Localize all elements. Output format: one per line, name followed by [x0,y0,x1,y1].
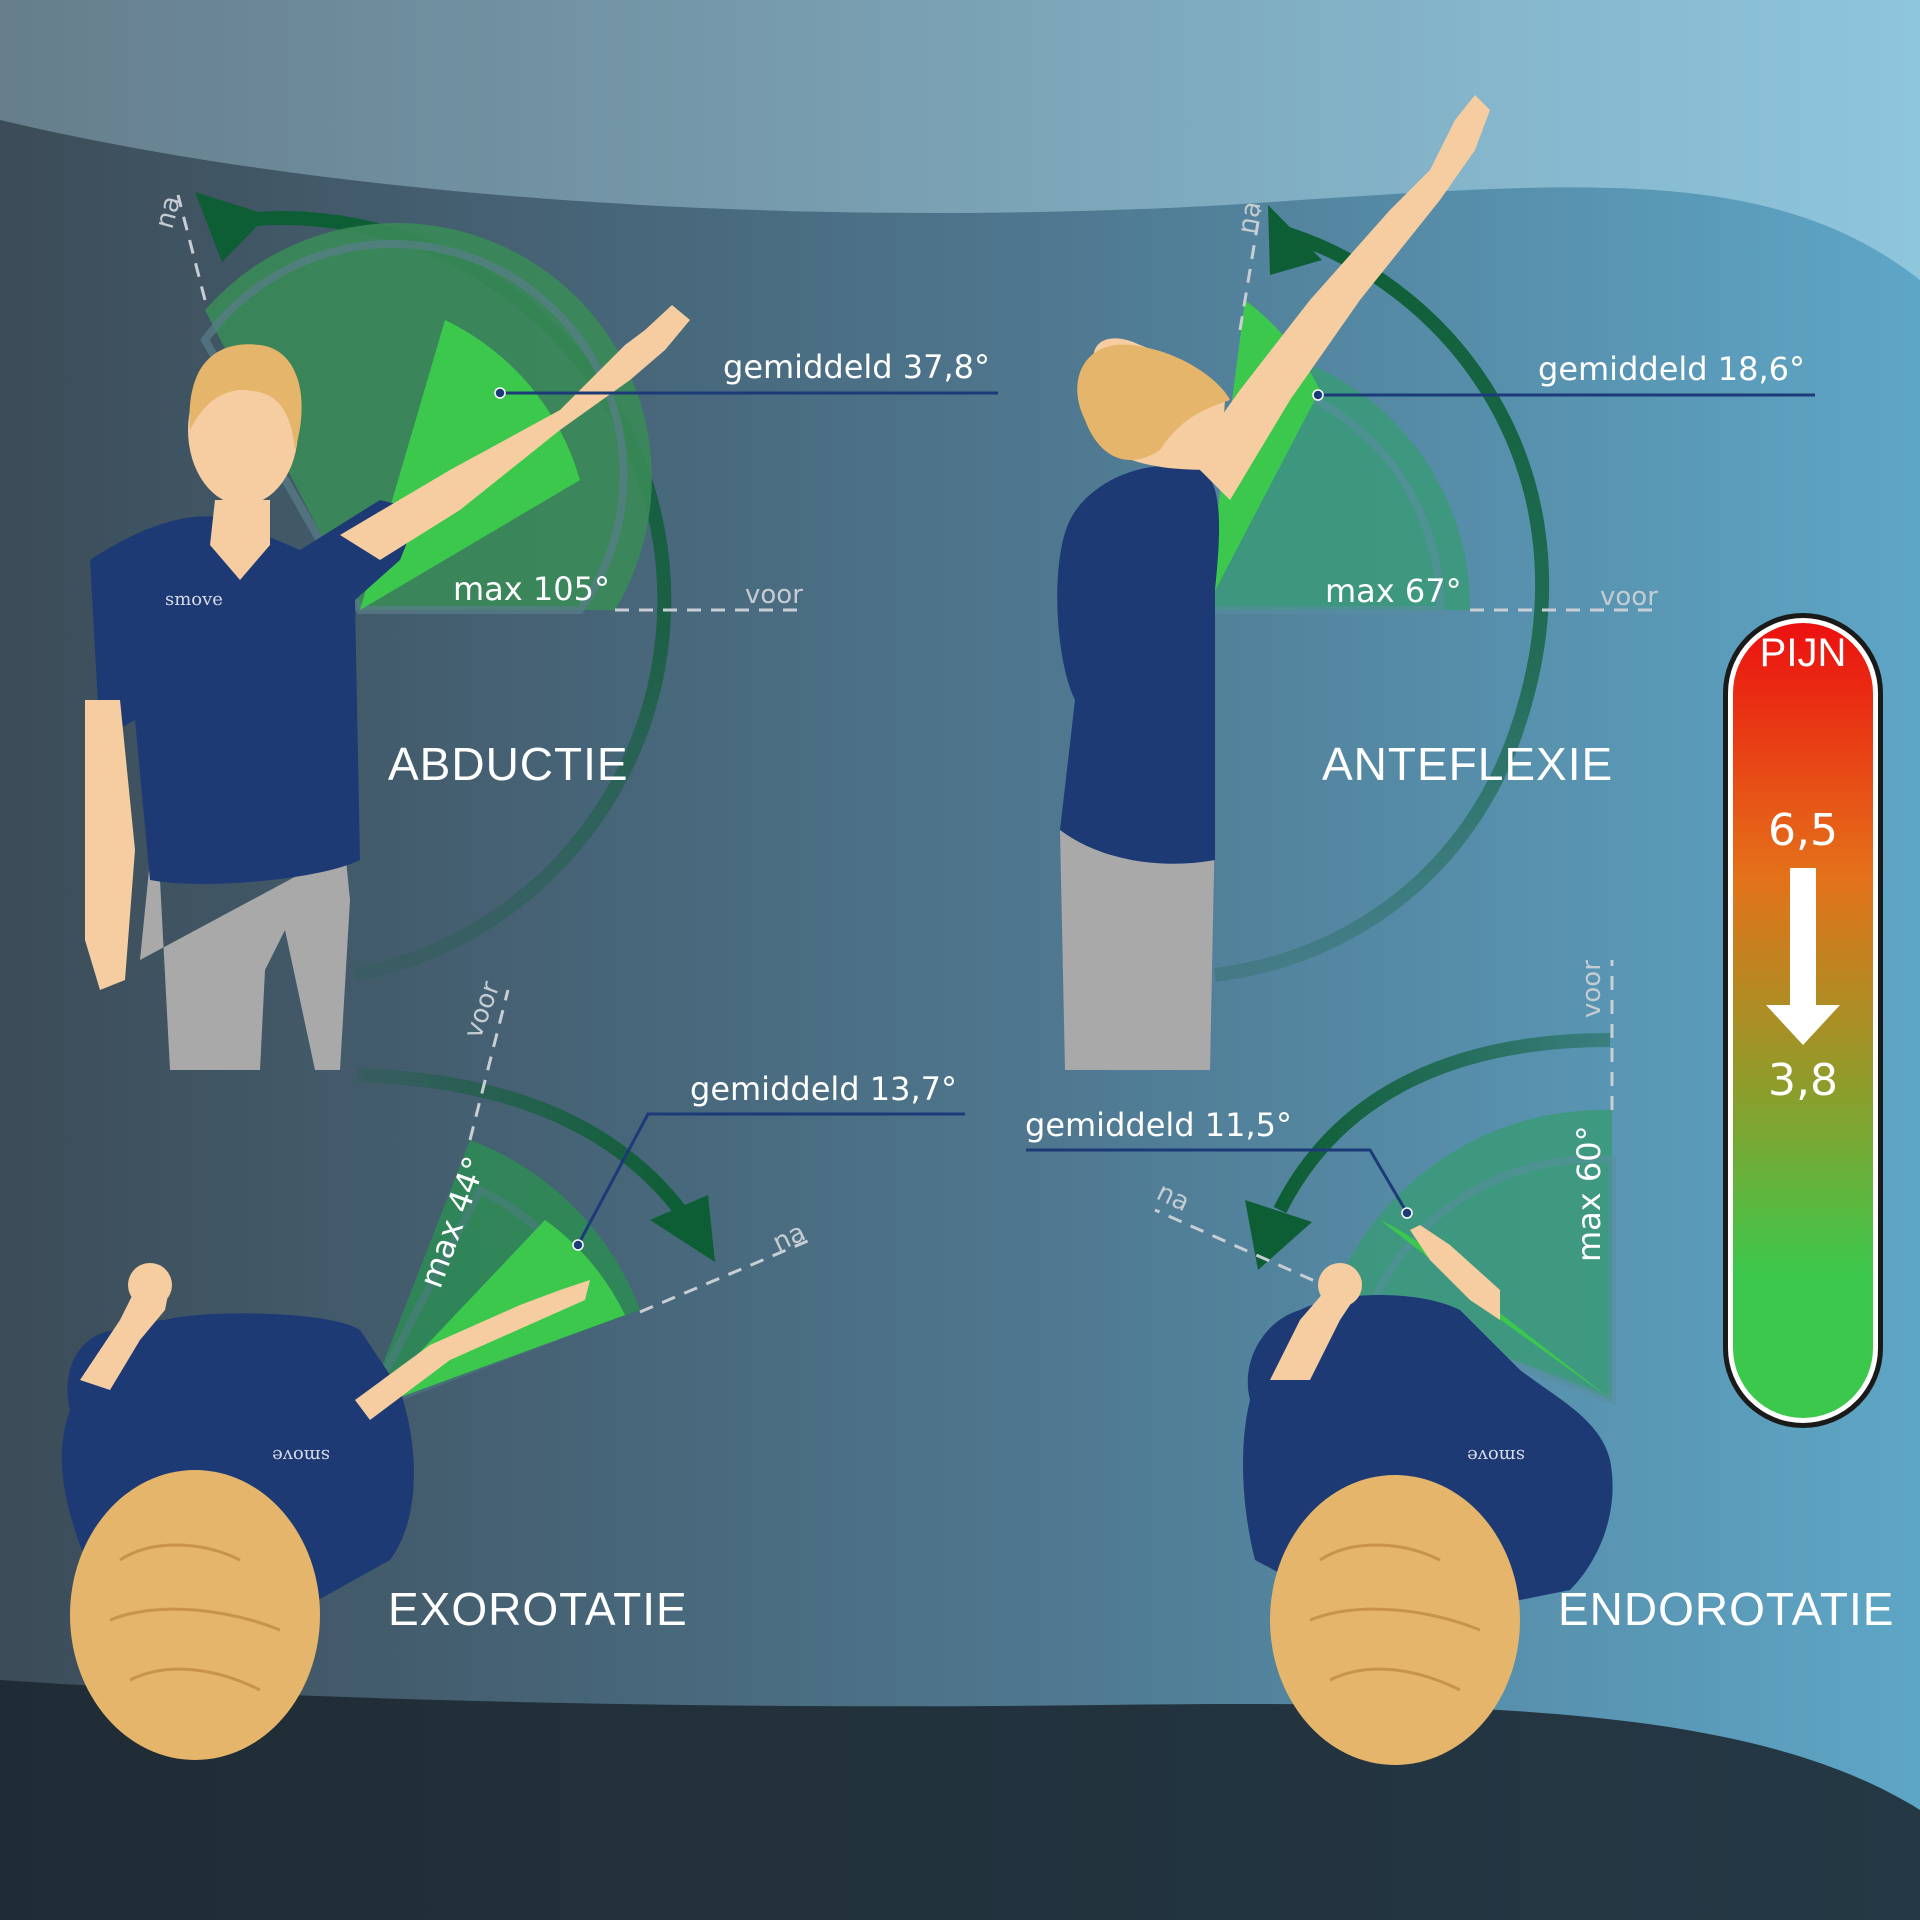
panel-anteflexie: gemiddeld 18,6° max 67° voor na ANTEFLEX… [1057,95,1815,1070]
arrow-head-icon [1245,1200,1312,1270]
person-side-view [1057,95,1490,1070]
back-direction-label: na [1232,199,1267,236]
average-pointer-dot [572,1239,584,1251]
average-label: gemiddeld 37,8° [723,348,990,386]
front-direction-label: voor [745,580,803,610]
arrow-head-icon [650,1195,715,1262]
max-label: max 105° [453,570,610,608]
pain-scale: PIJN 6,5 3,8 [1723,613,1883,1428]
pain-scale-title: PIJN [1760,631,1847,675]
panel-title: EXOROTATIE [388,1583,688,1635]
range-ring [1364,1155,1616,1406]
average-label: gemiddeld 18,6° [1538,350,1805,388]
front-direction-label: voor [1600,582,1658,612]
average-pointer-line [1026,1148,1409,1214]
person-top-view: smove [1243,1225,1613,1765]
shirt-logo: smove [272,1445,330,1466]
average-label: gemiddeld 11,5° [1025,1106,1292,1144]
average-pointer-dot [494,387,506,399]
motion-arc [1273,1033,1611,1214]
panel-abductie: smove gemiddeld 37,8° max 105° voor na A… [85,192,998,1070]
average-pointer-dot [1312,389,1324,401]
person-front-view: smove [85,305,690,1070]
down-arrow-icon [1766,868,1840,1045]
panel-endorotatie: smove gemiddeld 11,5° max 60° voor na EN… [1025,960,1894,1765]
arrow-head-icon [195,192,268,262]
range-max-sector [1335,1109,1612,1400]
motion-arc [1214,223,1550,982]
back-reference-line [639,1238,811,1314]
person-top-view: smove [61,1263,590,1760]
pain-start-value: 6,5 [1768,805,1838,856]
average-label: gemiddeld 13,7° [690,1070,957,1108]
max-label: max 60° [1570,1125,1608,1262]
max-label: max 67° [1325,572,1462,610]
back-reference-line [1238,209,1262,331]
average-pointer-line [576,1112,965,1246]
front-direction-label: voor [1577,960,1607,1018]
panel-title: ENDOROTATIE [1558,1583,1894,1635]
panel-title: ABDUCTIE [388,738,629,790]
motion-arc [357,1068,686,1215]
range-ring [200,240,628,614]
shirt-logo: smove [165,589,223,610]
pain-end-value: 3,8 [1768,1055,1838,1106]
back-reference-line [1154,1208,1336,1292]
average-pointer-dot [1401,1207,1413,1219]
arrow-head-icon [1268,205,1322,275]
front-reference-line [468,989,510,1141]
shirt-logo: smove [1467,1445,1525,1466]
back-reference-line [176,194,207,301]
panel-title: ANTEFLEXIE [1322,738,1613,790]
panel-exorotatie: smove gemiddeld 13,7° max 44° voor na EX… [61,977,965,1760]
